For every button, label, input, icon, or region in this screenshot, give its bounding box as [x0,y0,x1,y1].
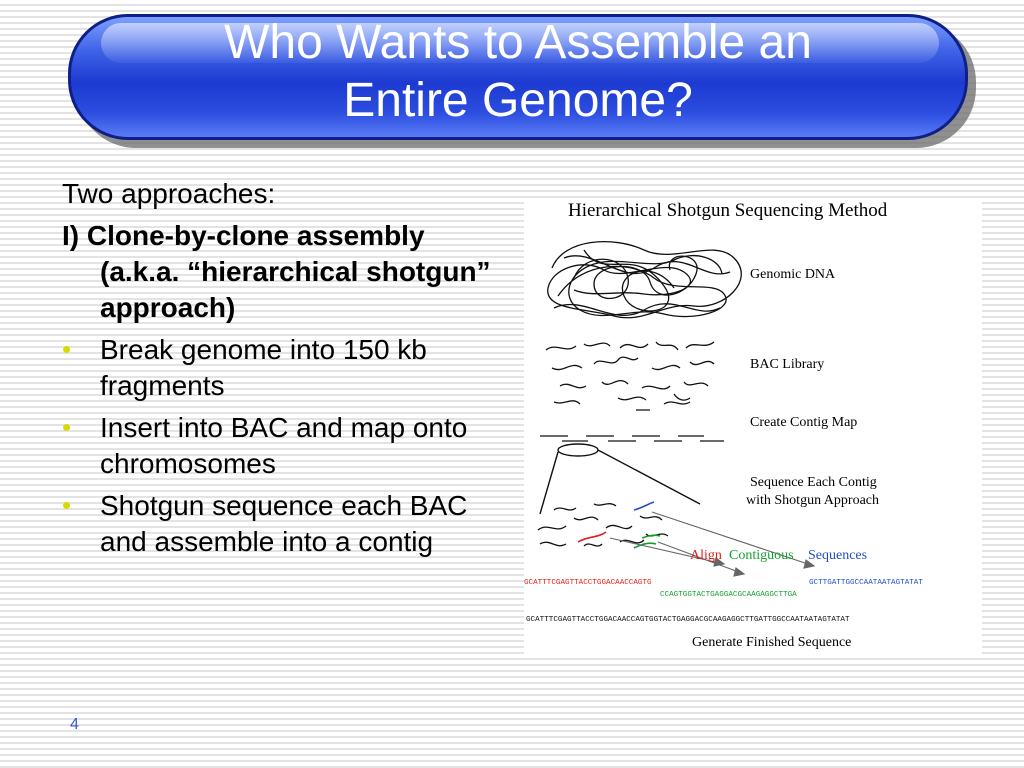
bullet-item: • Shotgun sequence each BAC and assemble… [62,488,502,560]
label-contig-map: Create Contig Map [750,415,857,430]
label-sequence-line-2: with Shotgun Approach [746,493,879,508]
bullet-item: • Break genome into 150 kb fragments [62,332,502,404]
bullet-dot-icon: • [62,334,72,364]
shotgun-reads-icon [537,501,669,549]
label-sequences: Sequences [808,548,867,563]
title-banner-gloss [101,23,939,63]
sequence-finished: GCATTTCGAGTTACCTGGACAACCAGTGGTACTGAGGACG… [526,616,850,624]
genomic-dna-tangle-icon [547,241,742,319]
label-generate-finished: Generate Finished Sequence [692,635,851,650]
title-banner [68,14,968,140]
figure-canvas: Hierarchical Shotgun Sequencing Method G… [524,200,923,650]
figure-title: Hierarchical Shotgun Sequencing Method [568,200,888,221]
bac-library-fragments-icon [545,341,715,411]
slide-title: Who Wants to Assemble an Entire Genome? [68,14,968,130]
title-line-2: Entire Genome? [343,74,693,127]
sequence-read-green: CCAGTGGTACTGAGGACGCAAGAGGCTTGA [660,591,797,599]
bullet-text: Shotgun sequence each BAC and assemble i… [100,490,468,557]
label-genomic-dna: Genomic DNA [750,267,836,282]
alignment-arrows-icon [609,511,816,577]
approach-heading: I) Clone-by-clone assembly (a.k.a. “hier… [62,220,491,323]
intro-text: Two approaches: [62,178,276,209]
bullet-text: Insert into BAC and map onto chromosomes [100,412,468,479]
label-bac-library: BAC Library [750,357,824,372]
contig-map-dashes-icon [540,435,724,442]
slide-body: Two approaches: I) Clone-by-clone assemb… [62,176,502,566]
label-align: Align [690,548,722,563]
bullet-dot-icon: • [62,412,72,442]
page-number: 4 [70,716,79,733]
bullet-list: • Break genome into 150 kb fragments • I… [62,332,502,560]
sequencing-method-figure: Hierarchical Shotgun Sequencing Method G… [524,198,982,654]
sequence-read-blue: GCTTGATTGGCCAATAATAGTATAT [809,579,923,587]
contig-expansion-cone-icon [539,443,701,515]
bullet-text: Break genome into 150 kb fragments [100,334,427,401]
bullet-item: • Insert into BAC and map onto chromosom… [62,410,502,482]
sequence-read-red: GCATTTCGAGTTACCTGGACAACCAGTG [524,579,652,587]
label-contiguous: Contiguous [729,548,794,563]
label-sequence-line-1: Sequence Each Contig [750,475,877,490]
title-line-1: Who Wants to Assemble an [224,16,812,69]
bullet-dot-icon: • [62,490,72,520]
